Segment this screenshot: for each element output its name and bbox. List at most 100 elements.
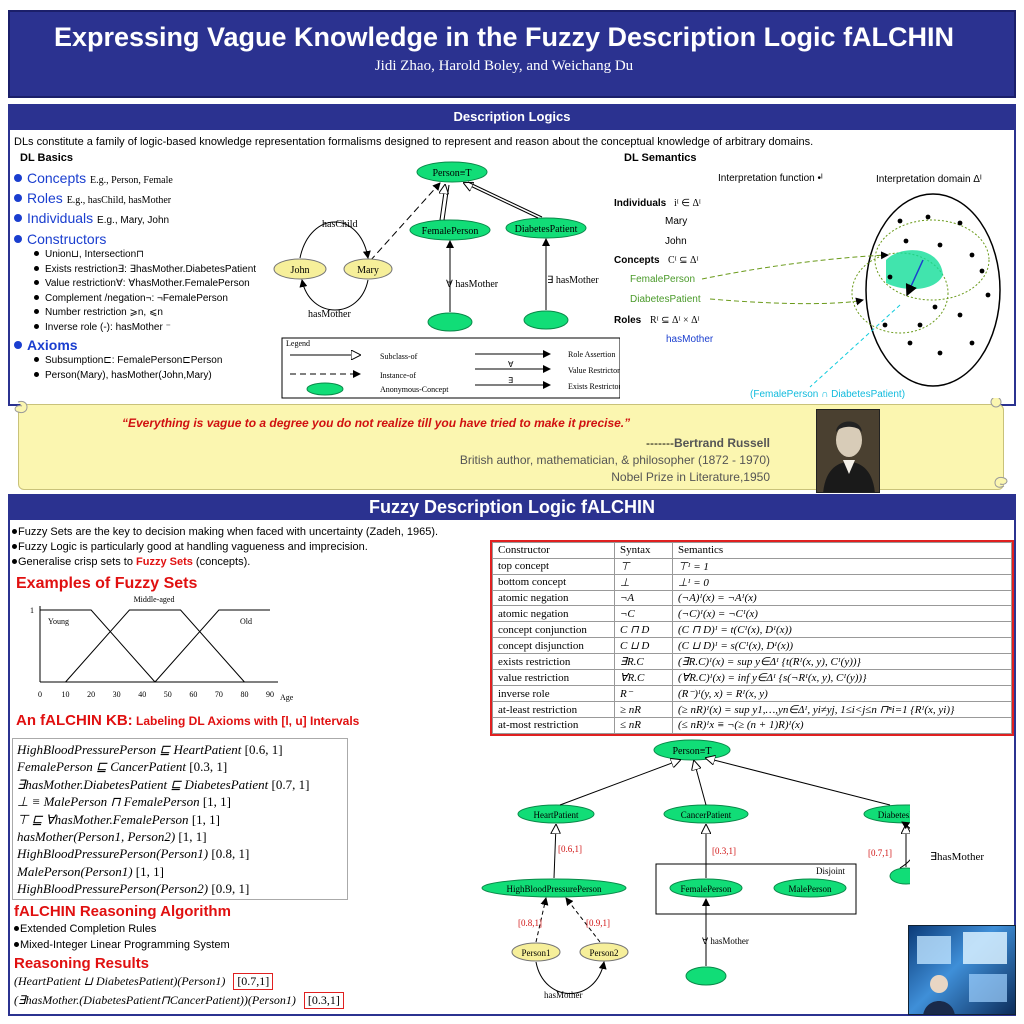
constructor-cell: concept conjunction xyxy=(492,621,615,639)
female-mapping-arrow xyxy=(701,251,889,280)
dl-intro-text: DLs constitute a family of logic-based k… xyxy=(14,136,814,148)
anon-node-exists xyxy=(523,310,569,330)
syntax-cell: ≤ nR xyxy=(614,717,673,734)
fkb-iv-p1: [0.8,1] xyxy=(518,918,542,928)
axiom-item: Subsumption⊏: FemalePerson⊏Person xyxy=(34,355,222,370)
series-line-1 xyxy=(65,609,245,683)
x-tick-label: 10 xyxy=(62,690,70,699)
syntax-cell: ∃R.C xyxy=(614,653,673,671)
fkb-anon-forall xyxy=(685,966,727,986)
bullet-dot xyxy=(14,174,22,182)
constructor-cell: exists restriction xyxy=(492,653,615,671)
subclass-arrow-line xyxy=(443,184,450,221)
bullet-dot xyxy=(14,214,22,222)
semantics-cell: ⊥ᴵ = 0 xyxy=(672,573,1012,591)
author-prize: Nobel Prize in Literature,1950 xyxy=(611,470,770,484)
syntax-cell: ¬C xyxy=(614,605,673,623)
constructor-cell: top concept xyxy=(492,557,615,575)
exists-hasmother-label: ∃ hasMother xyxy=(547,275,599,286)
fkb-subclass-arrow xyxy=(694,761,707,806)
table-row: at-least restriction≥ nR(≥ nR)ᴵ(x) = sup… xyxy=(492,701,1012,719)
x-tick-label: 60 xyxy=(189,690,197,699)
results-heading: Reasoning Results xyxy=(14,955,150,972)
constructor-item: Union⊔, Intersection⊓ xyxy=(34,249,256,264)
mary-node xyxy=(343,258,393,280)
subclass-arrow-line xyxy=(467,181,543,218)
constructor-item: Exists restriction∃: ∃hasMother.Diabetes… xyxy=(34,264,256,279)
intersection-pointer xyxy=(809,304,901,388)
constructors-bullet: Constructors xyxy=(14,231,106,247)
constructor-cell: concept disjunction xyxy=(492,637,615,655)
constructor-cell: atomic negation xyxy=(492,589,615,607)
chart-title: Middle-aged xyxy=(134,595,175,604)
x-tick-label: 90 xyxy=(266,690,274,699)
constructor-item: Number restriction ⩾n, ⩽n xyxy=(34,307,256,322)
semantics-cell: (≤ nR)ᴵx ≡ ¬(≥ (n + 1)R)ᴵ(x) xyxy=(672,717,1012,734)
series-line-2 xyxy=(154,609,270,683)
subclass-arrow xyxy=(440,185,445,221)
diabetes-set xyxy=(851,252,949,334)
series-label-old: Old xyxy=(240,617,252,626)
axiom-item: Person(Mary), hasMother(John,Mary) xyxy=(34,370,222,385)
x-tick-label: 80 xyxy=(240,690,248,699)
bullet-dot xyxy=(14,341,22,349)
algorithm-item: Mixed-Integer Linear Programming System xyxy=(14,939,230,951)
legend-exists-glyph: ∃ xyxy=(508,376,513,385)
kb-axiom: FemalePerson ⊑ CancerPatient [0.3, 1] xyxy=(17,759,228,775)
kb-axiom: HighBloodPressurePerson(Person1) [0.8, 1… xyxy=(17,846,250,862)
legend-instance-label: Instance-of xyxy=(380,371,416,380)
fuzzy-kb-graph: Person≡T HeartPatient CancerPatient Diab… xyxy=(481,739,910,1000)
chart-series xyxy=(40,609,270,683)
syntax-cell: ⊤ xyxy=(614,557,673,575)
john-node xyxy=(273,258,327,280)
roles-label: Roles xyxy=(614,315,642,326)
fkb-forall-hasmother-label: ∀ hasMother xyxy=(702,936,749,946)
syntax-cell: ⊥ xyxy=(614,573,673,591)
bullet-dot xyxy=(14,194,22,202)
reasoning-result: (HeartPatient ⊔ DiabetesPatient)(Person1… xyxy=(14,973,274,990)
sem-john-label: John xyxy=(665,236,687,247)
sem-female-label: FemalePerson xyxy=(630,274,695,285)
semantics-cell: (∀R.C)ᴵ(x) = inf y∈Δᴵ {s(¬Rᴵ(x, y), Cᴵ(y… xyxy=(672,669,1012,687)
intersection-caption: (FemalePerson ∩ DiabetesPatient) xyxy=(750,389,905,400)
table-row: atomic negation¬A(¬A)ᴵ(x) = ¬Aᴵ(x) xyxy=(492,589,1012,607)
fkb-iv-heart: [0.6,1] xyxy=(558,844,582,854)
constructor-cell: inverse role xyxy=(492,685,615,703)
kb-axiom: ⊤ ⊑ ∀hasMother.FemalePerson [1, 1] xyxy=(17,811,220,827)
fkb-instance-arrow xyxy=(565,897,601,943)
kb-axiom: HighBloodPressurePerson(Person2) [0.9, 1… xyxy=(17,881,250,897)
individuals-bullet: Individuals E.g., Mary, John xyxy=(14,210,169,226)
fkb-male-label: MalePerson xyxy=(789,884,832,894)
dl-semantics-diagram: Interpretation function •ᴵ Interpretatio… xyxy=(614,173,1001,400)
fuzzy-semantics-table: Constructor Syntax Semantics top concept… xyxy=(490,540,1014,736)
fkb-iv-diabetes: [0.7,1] xyxy=(868,848,892,858)
semantics-cell: (∃R.C)ᴵ(x) = sup y∈Δᴵ {t(Rᴵ(x, y), Cᴵ(y)… xyxy=(672,653,1012,671)
constructor-item: Value restriction∀: ∀hasMother.FemalePer… xyxy=(34,278,256,293)
constructor-cell: atomic negation xyxy=(492,605,615,623)
dl-semantics-heading: DL Semantics xyxy=(624,152,697,164)
kb-axiom: MalePerson(Person1) [1, 1] xyxy=(17,863,164,879)
fkb-person2-node xyxy=(579,942,629,962)
author-bio: British author, mathematician, & philoso… xyxy=(459,453,770,467)
fkb-hasmother-arrow xyxy=(535,961,607,994)
lab-photo xyxy=(908,925,1016,1015)
result-interval: [0.3,1] xyxy=(303,992,344,1009)
fkb-male-node xyxy=(773,878,847,898)
table-row: value restriction∀R.C(∀R.C)ᴵ(x) = inf y∈… xyxy=(492,669,1012,687)
algorithm-heading: fALCHIN Reasoning Algorithm xyxy=(14,903,231,920)
individuals-label: Individuals xyxy=(614,198,667,209)
fkb-person2-label: Person2 xyxy=(590,948,619,958)
fuzzy-bullet: Fuzzy Sets are the key to decision makin… xyxy=(12,526,438,538)
semantics-cell: (¬A)ᴵ(x) = ¬Aᴵ(x) xyxy=(672,589,1012,607)
concepts-formula: Cᴵ ⊆ Δᴵ xyxy=(668,255,698,266)
russell-quote: “Everything is vague to a degree you do … xyxy=(122,416,631,430)
legend-exists-label: Exists Restricton xyxy=(568,382,620,391)
russell-portrait xyxy=(816,409,880,493)
table-row: bottom concept⊥⊥ᴵ = 0 xyxy=(492,573,1012,591)
table-row: top concept⊤⊤ᴵ = 1 xyxy=(492,557,1012,575)
constructor-cell: at-least restriction xyxy=(492,701,615,719)
fkb-exists-hasmother-arrow xyxy=(899,821,910,869)
mary-label: Mary xyxy=(357,265,379,276)
fkb-anon-exists xyxy=(889,867,910,885)
